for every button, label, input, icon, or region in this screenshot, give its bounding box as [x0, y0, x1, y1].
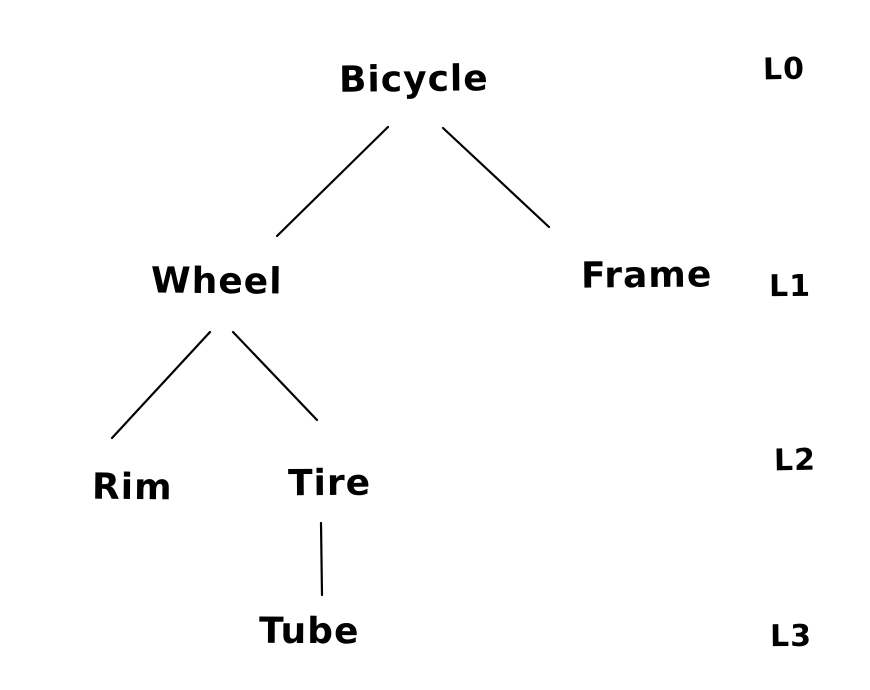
tree-node-rim: Rim	[91, 466, 173, 509]
level-label-l0: L0	[762, 51, 806, 88]
tree-node-tire: Tire	[287, 462, 372, 505]
tree-node-tube: Tube	[258, 610, 360, 653]
tree-node-frame: Frame	[580, 254, 713, 297]
edge-wheel-tire	[231, 330, 319, 422]
level-label-l3: L3	[769, 618, 813, 655]
edge-wheel-rim	[110, 330, 212, 440]
edge-bicycle-frame	[441, 126, 551, 229]
edge-tire-tube	[319, 521, 324, 597]
level-label-l2: L2	[773, 442, 817, 479]
edge-bicycle-wheel	[275, 125, 390, 238]
tree-node-wheel: Wheel	[150, 260, 283, 303]
level-label-l1: L1	[768, 268, 812, 305]
tree-node-bicycle: Bicycle	[338, 58, 489, 101]
